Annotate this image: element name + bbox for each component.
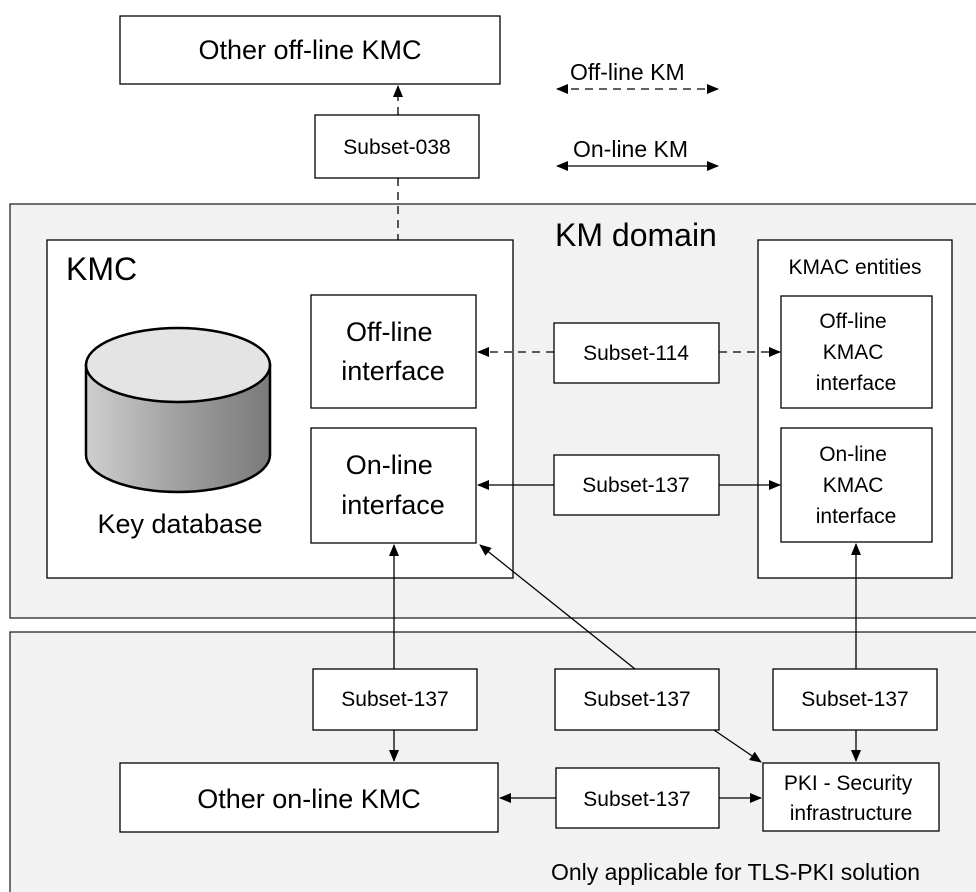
other-online-kmc-box <box>119 762 499 833</box>
key-database-icon <box>84 326 272 494</box>
subset-137-pki-kmac-box <box>772 668 938 731</box>
connector-137-diagonal-to-pki <box>713 729 762 763</box>
subset-137-pki-kmc-label: Subset-137 <box>583 688 690 711</box>
connector-137-diagonal-to-online-interface <box>479 544 636 670</box>
other-online-kmc-label: Other on-line KMC <box>197 784 421 814</box>
online-kmac-interface-label: On-line KMAC interface <box>816 443 897 528</box>
tls-pki-note: Only applicable for TLS-PKI solution <box>551 859 920 885</box>
subset-137-online-kmc-label: Subset-137 <box>341 688 448 711</box>
pki-label: PKI - Security infrastructure <box>784 772 918 825</box>
legend: Off-line KM On-line KM <box>556 59 719 171</box>
legend-online-label: On-line KM <box>573 136 688 162</box>
subset-137-kmac-label: Subset-137 <box>582 474 689 497</box>
offline-kmac-interface-box <box>780 295 933 409</box>
subset-137-pki-kmac-label: Subset-137 <box>801 688 908 711</box>
offline-interface-label: Off-line interface <box>341 317 445 386</box>
offline-interface-box <box>310 294 477 409</box>
subset-137-pki-kmc-box <box>554 668 720 731</box>
subset-137-kmac-box <box>553 454 720 516</box>
subset-038-box <box>314 114 480 179</box>
subset-137-online-kmc-box <box>312 668 478 731</box>
legend-offline-label: Off-line KM <box>570 59 685 85</box>
key-database-label: Key database <box>97 509 262 539</box>
other-offline-kmc-box <box>119 15 501 85</box>
km-domain-title: KM domain <box>555 217 717 253</box>
kmac-entities-title: KMAC entities <box>788 256 921 279</box>
subset-137-bottom-box <box>555 767 720 829</box>
online-kmac-interface-box <box>780 427 933 543</box>
other-offline-kmc-label: Other off-line KMC <box>198 35 421 65</box>
subset-137-bottom-label: Subset-137 <box>583 788 690 811</box>
online-interface-box <box>310 427 477 544</box>
pki-box <box>762 762 940 832</box>
kmc-title: KMC <box>66 251 137 287</box>
online-interface-label: On-line interface <box>341 450 445 520</box>
subset-038-label: Subset-038 <box>343 136 450 159</box>
offline-kmac-interface-label: Off-line KMAC interface <box>816 310 897 395</box>
subset-114-label: Subset-114 <box>583 342 689 365</box>
subset-114-box <box>553 322 720 384</box>
